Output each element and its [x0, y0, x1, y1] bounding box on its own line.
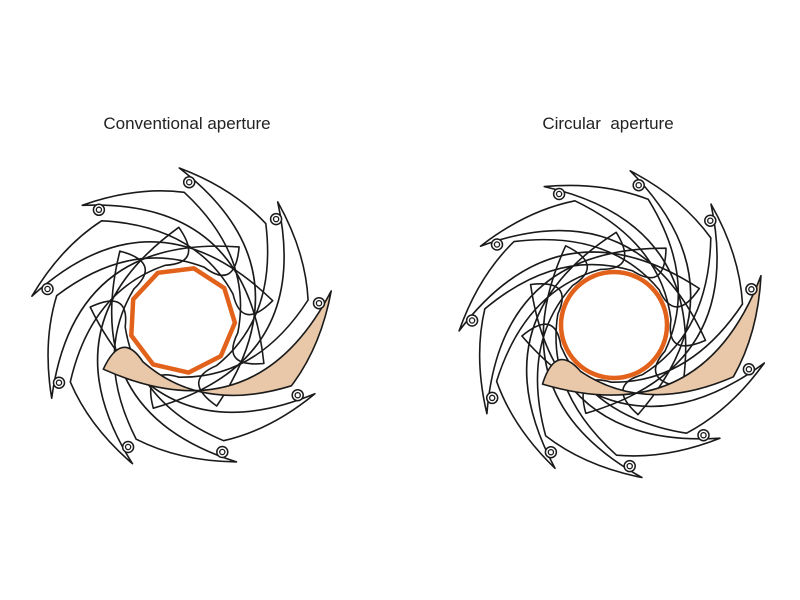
pivot-pin-center: [748, 286, 755, 293]
pivot-pin-center: [468, 317, 476, 324]
pivot-pin: [92, 203, 106, 217]
pivot-pin: [52, 376, 66, 389]
pivot-pin: [182, 175, 196, 189]
pivot-pin: [742, 363, 756, 376]
circular-opening: [558, 269, 670, 381]
circular-aperture-diagram: [458, 170, 766, 479]
pivot-pin: [291, 388, 304, 402]
pivot-pin-center: [635, 181, 642, 189]
pivot-pin: [623, 459, 636, 473]
pivot-pin-center: [700, 431, 707, 439]
aperture-blade: [536, 245, 643, 479]
aperture-blade: [521, 323, 766, 434]
aperture-blade: [543, 184, 687, 389]
aperture-blade: [529, 283, 721, 457]
conventional-aperture-title: Conventional aperture: [103, 114, 271, 133]
pivot-pin: [490, 238, 504, 251]
pivot-pin: [269, 212, 283, 226]
pivot-pin-center: [44, 285, 51, 293]
aperture-blade: [81, 190, 265, 365]
aperture-blade: [69, 226, 190, 465]
pivot-pin-center: [626, 462, 633, 470]
aperture-blade: [582, 203, 744, 415]
pivot-pin: [697, 428, 710, 442]
aperture-blade: [458, 238, 701, 332]
pivot-pin: [465, 314, 479, 327]
circular-aperture-title: Circular aperture: [542, 114, 674, 133]
pivot-pin: [312, 296, 326, 310]
pivot-pin: [544, 445, 558, 459]
pivot-pin-center: [493, 241, 501, 248]
aperture-blade: [178, 167, 269, 407]
aperture-blade: [495, 231, 626, 470]
pivot-pin-center: [272, 215, 280, 223]
pivot-pin-center: [488, 394, 496, 402]
pivot-pin-center: [745, 366, 753, 373]
polygonal-opening: [129, 266, 238, 375]
pivot-pin: [704, 214, 717, 227]
aperture-blade: [479, 200, 707, 347]
pivot-pin: [552, 187, 566, 201]
aperture-blade: [622, 170, 712, 416]
pivot-pin: [485, 391, 499, 405]
pivot-pin: [632, 178, 645, 192]
pivot-pin-center: [124, 443, 132, 451]
aperture-blade: [31, 220, 274, 316]
pivot-pin: [745, 283, 758, 296]
pivot-pin: [216, 445, 229, 459]
pivot-pin-center: [55, 379, 63, 386]
pivot-pin-center: [555, 190, 563, 198]
pivot-pin-center: [219, 448, 226, 456]
pivot-pin-center: [707, 217, 714, 224]
aperture-blade: [110, 250, 238, 463]
aperture-blade: [149, 201, 309, 409]
aperture-blade: [478, 247, 667, 415]
pivot-pin: [41, 282, 54, 296]
pivot-pin-center: [315, 299, 323, 307]
pivot-pin: [121, 440, 135, 454]
pivot-pin-center: [294, 391, 301, 399]
pivot-pin-center: [185, 178, 193, 186]
highlighted-aperture-blade: [102, 290, 332, 397]
pivot-pin-center: [547, 448, 555, 456]
aperture-blade: [47, 245, 240, 400]
highlighted-aperture-blade: [541, 274, 762, 396]
conventional-aperture-diagram: [31, 167, 332, 465]
aperture-blade: [89, 300, 316, 442]
pivot-pin-center: [95, 206, 103, 214]
